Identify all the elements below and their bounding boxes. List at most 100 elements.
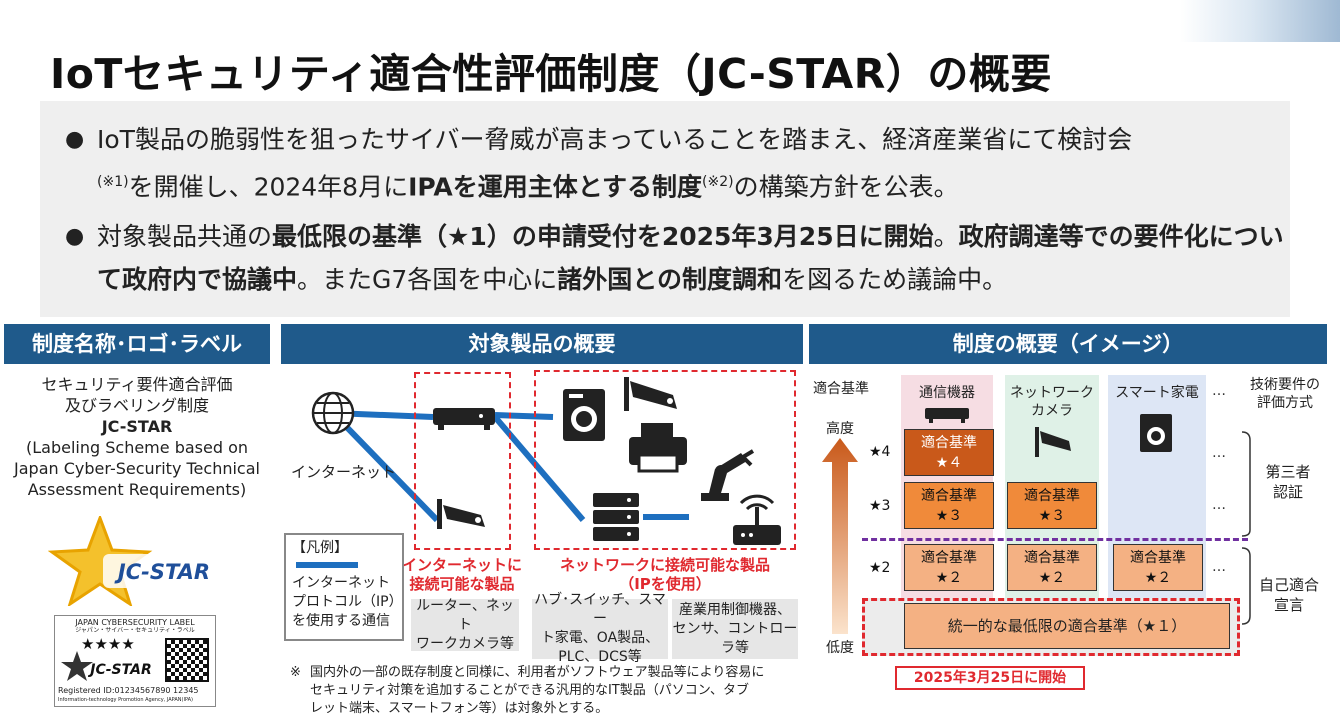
washing-machine-icon bbox=[1140, 414, 1172, 452]
evaluation-method-label: 技術要件の評価方式 bbox=[1240, 376, 1330, 412]
text: 評価方式 bbox=[1257, 395, 1313, 411]
footnote-ref: (※2) bbox=[702, 174, 734, 190]
text: インターネットに bbox=[402, 556, 523, 574]
axis-high-label: 高度 bbox=[826, 421, 854, 437]
ellipsis: … bbox=[1212, 497, 1227, 513]
text: ★４ bbox=[935, 455, 963, 471]
qr-code bbox=[165, 638, 209, 682]
text: ★３ bbox=[1038, 508, 1066, 524]
internet-products-dashed-box bbox=[414, 372, 511, 550]
text: ★２ bbox=[1144, 570, 1172, 586]
text: 適合基準 bbox=[921, 488, 977, 504]
text: 適合基準 bbox=[1024, 488, 1080, 504]
network-products-label: ネットワークに接続可能な製品 （IPを使用） bbox=[534, 556, 796, 594]
jc-star-label-sample: JAPAN CYBERSECURITY LABEL ジャパン・サイバー・セキュリ… bbox=[54, 615, 216, 707]
scheme-name-en: JC-STAR bbox=[101, 417, 173, 436]
text: 適合基準 bbox=[921, 435, 977, 451]
label-header: JAPAN CYBERSECURITY LABEL bbox=[75, 618, 195, 627]
label-logo-text: JC-STAR bbox=[87, 662, 151, 678]
bullet-dot: ● bbox=[65, 224, 85, 249]
printer-icon bbox=[629, 423, 687, 473]
text: 適合基準 bbox=[1130, 550, 1186, 566]
scheme-desc-1: (Labeling Scheme based on bbox=[26, 438, 248, 457]
network-products-dashed-box bbox=[534, 370, 796, 550]
text: 第三者 bbox=[1265, 463, 1311, 481]
internet-products-label: インターネットに 接続可能な製品 bbox=[402, 556, 522, 594]
text: セキュリティ対策を追加することができる汎用的なIT製品（パソコン、タブ bbox=[310, 683, 749, 698]
text: ★２ bbox=[1038, 570, 1066, 586]
column-header-communication: 通信機器 bbox=[919, 385, 975, 401]
level-star-2: ★2 bbox=[869, 560, 891, 576]
text: 接続可能な製品 bbox=[409, 575, 515, 593]
bold-text: 最低限の基準（★1）の申請受付を2025年3月25日に開始 bbox=[272, 222, 934, 251]
product-examples-network-1: ハブ･スイッチ、スマート家電、OA製品、PLC、DCS等 bbox=[532, 592, 668, 665]
legend-box: 【凡例】 インターネット プロトコル（IP） を使用する通信 bbox=[284, 533, 404, 641]
text: の構築方針を公表。 bbox=[733, 172, 959, 202]
criteria-tag-star2: 適合基準 ★２ bbox=[1007, 544, 1097, 591]
text: を開催し、2024年8月に bbox=[128, 172, 409, 202]
text: レット端末、スマートフォン等）は対象外とする。 bbox=[310, 701, 609, 716]
level-star-4: ★4 bbox=[869, 444, 891, 460]
washing-machine-icon bbox=[563, 389, 605, 441]
router-icon bbox=[433, 408, 495, 430]
camera-icon bbox=[437, 499, 485, 529]
third-party-certification-label: 第三者認証 bbox=[1256, 462, 1320, 502]
axis-low-label: 低度 bbox=[826, 640, 854, 656]
criteria-tag-star3: 適合基準 ★３ bbox=[904, 482, 994, 529]
text: ネットワーク bbox=[1010, 385, 1094, 401]
internet-label: インターネット bbox=[291, 463, 397, 481]
text: 。 bbox=[933, 222, 959, 251]
jc-star-logo: JC-STAR bbox=[48, 516, 225, 606]
router-icon bbox=[925, 408, 969, 423]
text: 対象製品共通の bbox=[97, 222, 273, 251]
scheme-name-ja-1: セキュリティ要件適合評価 bbox=[41, 375, 233, 394]
text: 適合基準 bbox=[1024, 550, 1080, 566]
network-diagram bbox=[311, 377, 781, 545]
note-mark: ※ bbox=[290, 665, 301, 680]
text: ルーター、ネット bbox=[416, 597, 514, 633]
header-gradient-decoration bbox=[1180, 0, 1340, 42]
product-examples-network-2: 産業用制御機器、センサ、コントローラ等 bbox=[672, 599, 798, 659]
bold-text: IPAを運用主体とする制度 bbox=[408, 172, 703, 202]
text: ラ等 bbox=[721, 639, 749, 656]
label-subheader: ジャパン・サイバー・セキュリティ・ラベル bbox=[75, 627, 195, 634]
camera-icon bbox=[624, 377, 677, 411]
text: センサ、コントロー bbox=[672, 620, 798, 637]
robot-arm-icon bbox=[701, 449, 755, 501]
criteria-tag-star4: 適合基準 ★４ bbox=[904, 429, 994, 476]
text: 。またG7各国を中心に bbox=[297, 265, 558, 294]
product-examples-internet: ルーター、ネットワークカメラ等 bbox=[411, 597, 519, 652]
label-organization: Information-technology Promotion Agency,… bbox=[58, 697, 194, 703]
globe-icon bbox=[311, 391, 355, 435]
ellipsis: … bbox=[1212, 383, 1227, 399]
column-header-network-camera: ネットワークカメラ bbox=[1005, 384, 1099, 420]
column-header-smart-appliance: スマート家電 bbox=[1115, 385, 1199, 401]
legend-text: プロトコル（IP） bbox=[292, 594, 403, 610]
baseline-criteria: 統一的な最低限の適合基準（★１） bbox=[904, 603, 1230, 649]
legend-text: インターネット bbox=[292, 575, 390, 591]
legend-title: 【凡例】 bbox=[292, 540, 348, 556]
text: 宣言 bbox=[1273, 596, 1304, 614]
label-registered-id: Registered ID:01234567890 12345 bbox=[58, 686, 199, 695]
section-header-target-products: 対象製品の概要 bbox=[281, 324, 803, 364]
section-header-scheme-overview: 制度の概要（イメージ） bbox=[809, 324, 1327, 364]
text: 技術要件の bbox=[1250, 377, 1320, 393]
label-stars: ★★★★ bbox=[81, 635, 135, 653]
criteria-tag-star2: 適合基準 ★２ bbox=[1113, 544, 1203, 591]
ellipsis: … bbox=[1212, 445, 1227, 461]
third-party-self-divider bbox=[862, 538, 1248, 541]
ellipsis: … bbox=[1212, 559, 1227, 575]
bold-text: 諸外国との制度調和 bbox=[557, 265, 783, 294]
section-header-name-logo-label: 制度名称･ロゴ･ラベル bbox=[4, 324, 270, 364]
text: ハブ･スイッチ、スマー bbox=[534, 592, 666, 627]
text: ネットワークに接続可能な製品 bbox=[559, 556, 770, 574]
text: ★３ bbox=[935, 508, 963, 524]
label-star-logo-icon: JC-STAR bbox=[61, 651, 152, 681]
text: ト家電、OA製品、 bbox=[540, 630, 660, 646]
text: （IPを使用） bbox=[619, 575, 711, 593]
legend-line-swatch bbox=[296, 562, 358, 568]
criteria-tag-star2: 適合基準★２ bbox=[904, 544, 994, 591]
server-icon bbox=[593, 493, 639, 541]
summary-box: ● IoT製品の脆弱性を狙ったサイバー脅威が高まっていることを踏まえ、経済産業省… bbox=[40, 101, 1290, 317]
text: 適合基準 bbox=[921, 550, 977, 566]
